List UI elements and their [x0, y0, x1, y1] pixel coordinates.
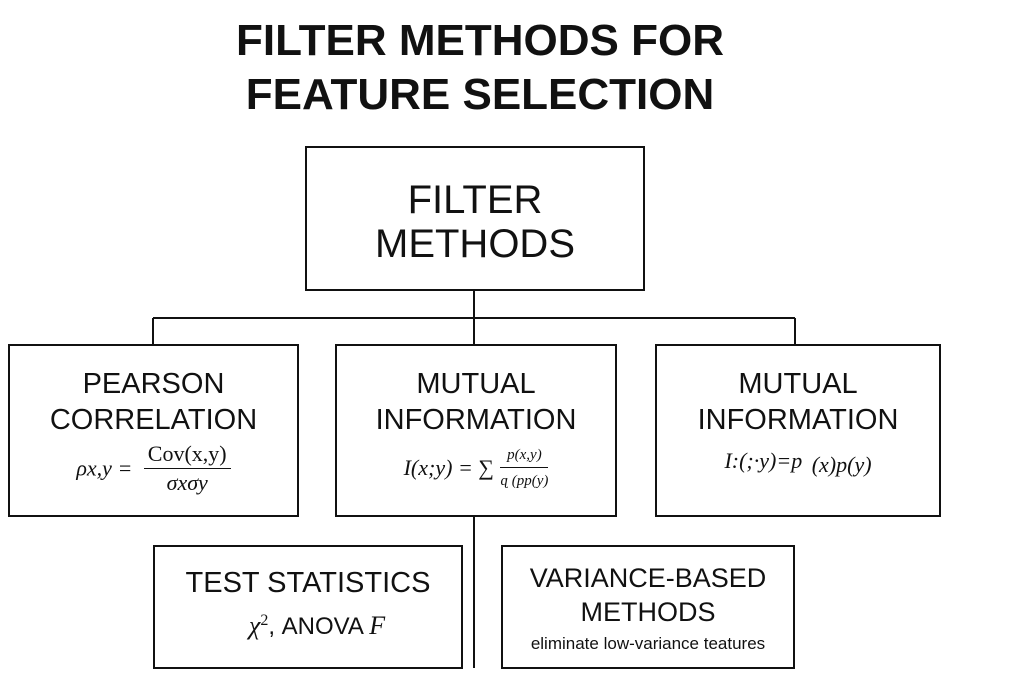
mi1-label-line-2: INFORMATION: [375, 404, 577, 436]
variance-label-line-2: METHODS: [580, 597, 716, 627]
mi2-label-line-2: INFORMATION: [697, 404, 899, 436]
mi1-formula-lhs: I(x;y) = ∑: [403, 455, 494, 480]
mutual-information-box-2: MUTUAL INFORMATION I:(;·y)=p (x)p(y): [655, 344, 941, 517]
pearson-label-line-1: PEARSON: [82, 368, 225, 400]
title-line-1: FILTER METHODS FOR: [235, 16, 725, 65]
mutual-information-box: MUTUAL INFORMATION I(x;y) = ∑ p(x,y) ɋ (…: [335, 344, 617, 517]
test-label: TEST STATISTICS: [185, 567, 431, 599]
test-statistics-box: TEST STATISTICS χ2, ANOVA F: [153, 545, 463, 669]
mi1-formula-denominator: ɋ (pp(y): [500, 473, 549, 489]
pearson-formula: ρx,y = Cov(x,y) σxσy: [10, 442, 297, 495]
mi2-formula-main: I:(;·y)=p: [724, 448, 803, 473]
root-label-line-2: METHODS: [375, 222, 575, 266]
mi1-label-line-1: MUTUAL: [416, 368, 536, 400]
pearson-formula-denominator: σxσy: [166, 470, 208, 495]
variance-based-methods-box: VARIANCE-BASED METHODS eliminate low-var…: [501, 545, 795, 669]
mi1-formula-numerator: p(x,y): [500, 444, 549, 468]
chi-exponent: 2: [260, 612, 269, 629]
anova-f-symbol: F: [369, 611, 386, 640]
mi2-label-line-1: MUTUAL: [738, 368, 858, 400]
variance-note: eliminate low-variance teatures: [530, 634, 766, 653]
pearson-correlation-box: PEARSON CORRELATION ρx,y = Cov(x,y) σxσy: [8, 344, 299, 517]
pearson-formula-lhs: ρx,y =: [76, 455, 133, 481]
chi-symbol: χ: [248, 611, 261, 640]
mi1-formula: I(x;y) = ∑ p(x,y) ɋ (pp(y): [337, 444, 615, 492]
variance-label-line-1: VARIANCE-BASED: [529, 563, 767, 593]
page-title: FILTER METHODS FOR FEATURE SELECTION: [120, 14, 840, 122]
test-formula: χ2, ANOVA F: [155, 605, 461, 643]
mi2-formula-tail: (x)p(y): [811, 452, 872, 477]
pearson-formula-numerator: Cov(x,y): [143, 442, 231, 469]
filter-methods-box: FILTER METHODS: [305, 146, 645, 291]
root-label-line-1: FILTER: [407, 178, 543, 222]
anova-text: , ANOVA: [268, 613, 370, 640]
pearson-label-line-2: CORRELATION: [49, 404, 258, 436]
mi2-formula: I:(;·y)=p (x)p(y): [657, 448, 939, 477]
title-line-2: FEATURE SELECTION: [245, 70, 715, 119]
